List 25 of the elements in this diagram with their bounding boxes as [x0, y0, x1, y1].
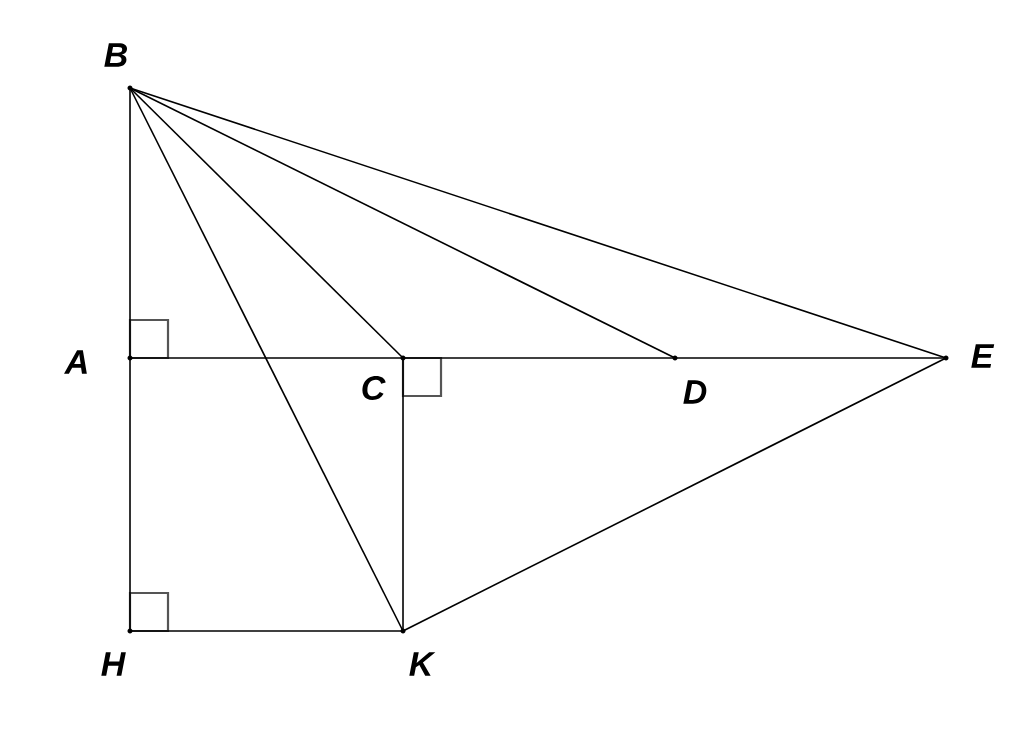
point: B: [104, 43, 133, 91]
line-segment: [402, 357, 947, 632]
node-label: A: [64, 350, 87, 374]
line-segment: [129, 357, 404, 359]
node-label: D: [683, 380, 707, 404]
line-segment: [129, 630, 404, 632]
line-segment: [129, 87, 947, 359]
line-segment: [129, 87, 404, 632]
point: C: [362, 355, 406, 401]
point: E: [943, 344, 995, 368]
point: A: [64, 350, 133, 374]
line-segment: [402, 357, 676, 359]
line-segment: [129, 87, 404, 359]
line-segment: [402, 357, 404, 632]
node-label: E: [971, 344, 995, 368]
line-segment: [129, 357, 131, 632]
node-label: C: [362, 375, 386, 401]
node-label: B: [104, 43, 128, 67]
point: D: [672, 355, 707, 404]
line-segment: [129, 87, 131, 359]
node-label: K: [409, 652, 436, 676]
line-segment: [129, 87, 676, 359]
point: K: [400, 628, 436, 676]
node-label: H: [101, 652, 126, 676]
point: H: [101, 628, 133, 676]
